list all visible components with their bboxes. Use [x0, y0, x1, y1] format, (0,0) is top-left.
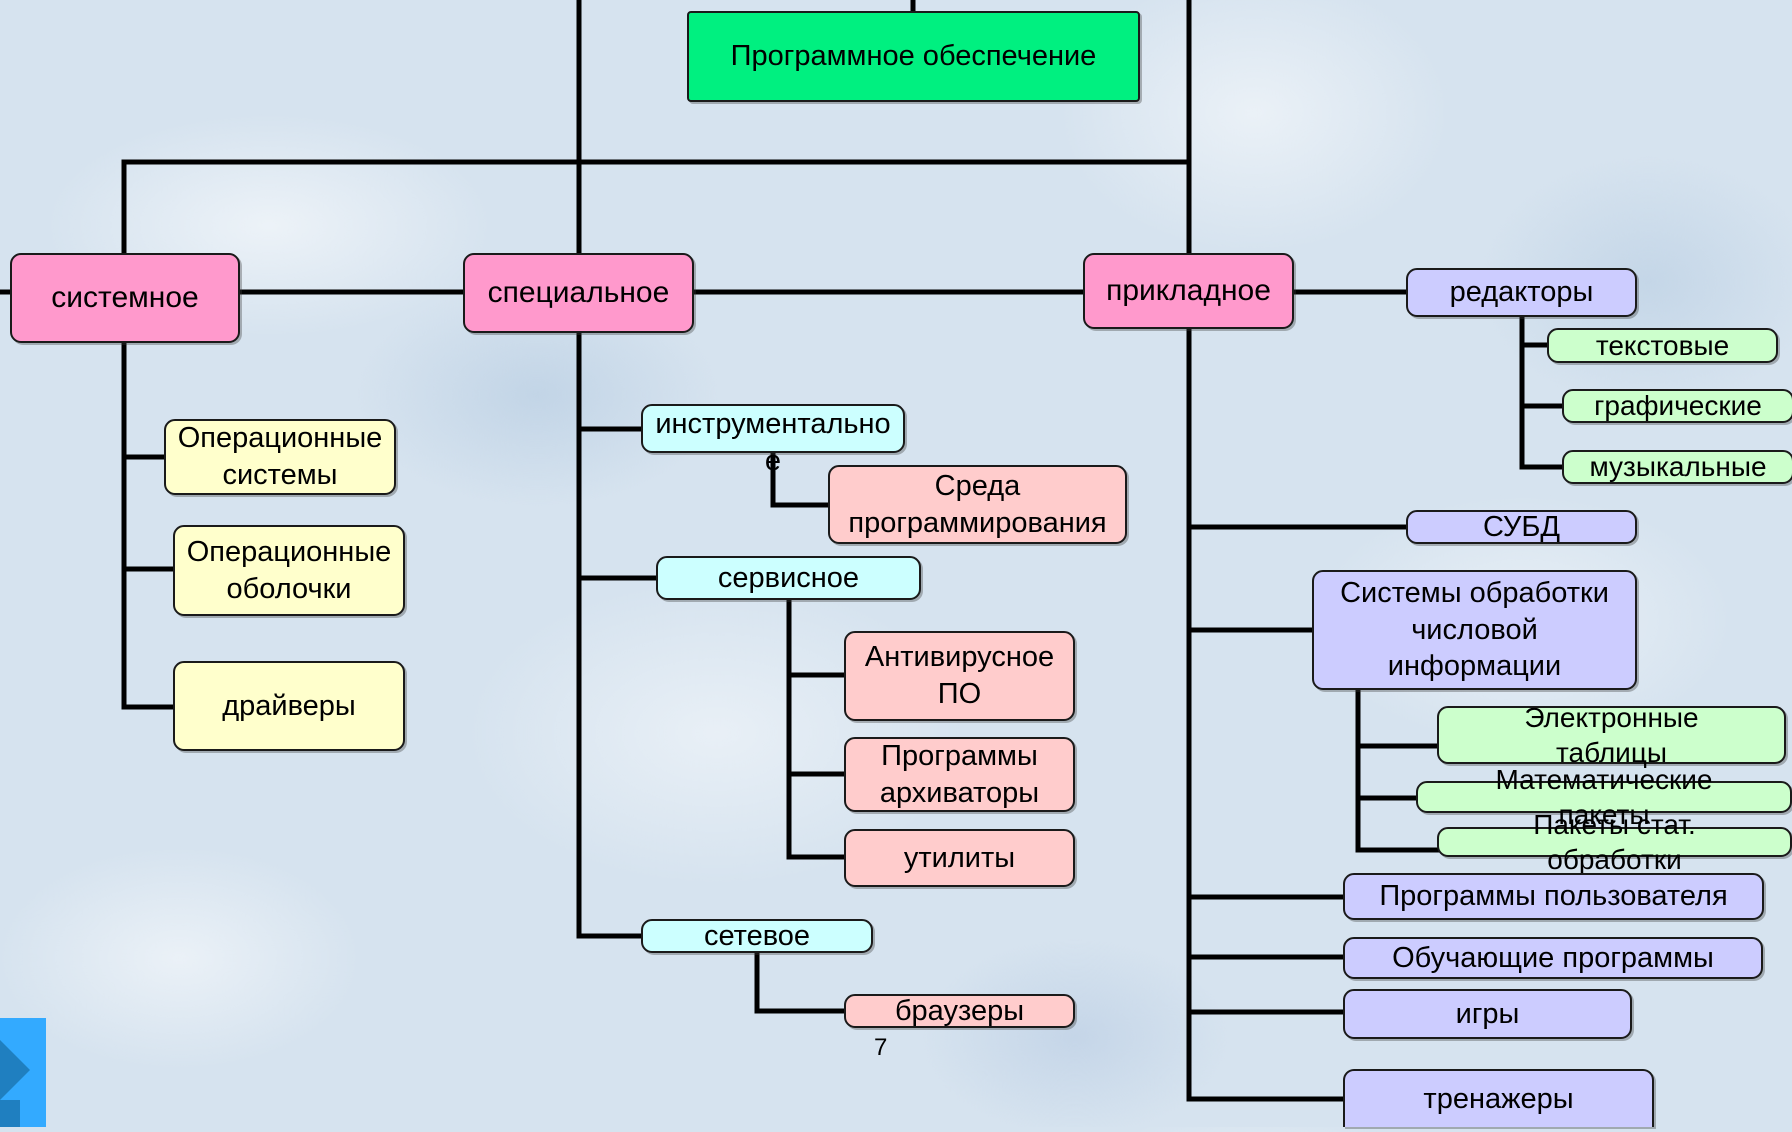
root-node: Программное обеспечение: [687, 11, 1140, 102]
category-special: специальное: [463, 253, 694, 333]
nav-back-button[interactable]: [0, 1018, 46, 1127]
node-stat-packages: Пакеты стат. обработки: [1437, 809, 1792, 875]
node-network: сетевое: [641, 919, 873, 953]
node-browsers: браузеры: [844, 994, 1075, 1028]
node-games: игры: [1343, 989, 1632, 1039]
category-system: системное: [10, 253, 240, 343]
category-applied: прикладное: [1083, 253, 1294, 329]
node-simulators: тренажеры: [1343, 1069, 1654, 1127]
node-dbms: СУБД: [1406, 510, 1637, 544]
node-drivers: драйверы: [173, 661, 405, 751]
node-archivers: Программы архиваторы: [844, 737, 1075, 812]
node-utilities: утилиты: [844, 829, 1075, 887]
node-learning-programs: Обучающие программы: [1343, 937, 1763, 979]
node-operating-systems: Операционные системы: [164, 419, 396, 495]
node-editors: редакторы: [1406, 268, 1637, 317]
node-antivirus: Антивирусное ПО: [844, 631, 1075, 721]
arrow-left-icon: [0, 1040, 30, 1127]
node-spreadsheets: Электронные таблицы: [1437, 702, 1786, 768]
node-instrumental: инструментальное: [641, 404, 905, 477]
node-numeric-processing: Системы обработки числовой информации: [1312, 570, 1637, 690]
node-graphic-editors: графические: [1562, 389, 1792, 423]
node-ide: Среда программирования: [828, 465, 1127, 544]
page-number: 7: [874, 1034, 888, 1061]
node-text-editors: текстовые: [1547, 328, 1778, 363]
node-user-programs: Программы пользователя: [1343, 873, 1764, 920]
node-service: сервисное: [656, 556, 921, 600]
node-music-editors: музыкальные: [1562, 450, 1792, 484]
node-os-shells: Операционные оболочки: [173, 525, 405, 616]
node-math-packages: Математические пакеты: [1416, 764, 1792, 830]
